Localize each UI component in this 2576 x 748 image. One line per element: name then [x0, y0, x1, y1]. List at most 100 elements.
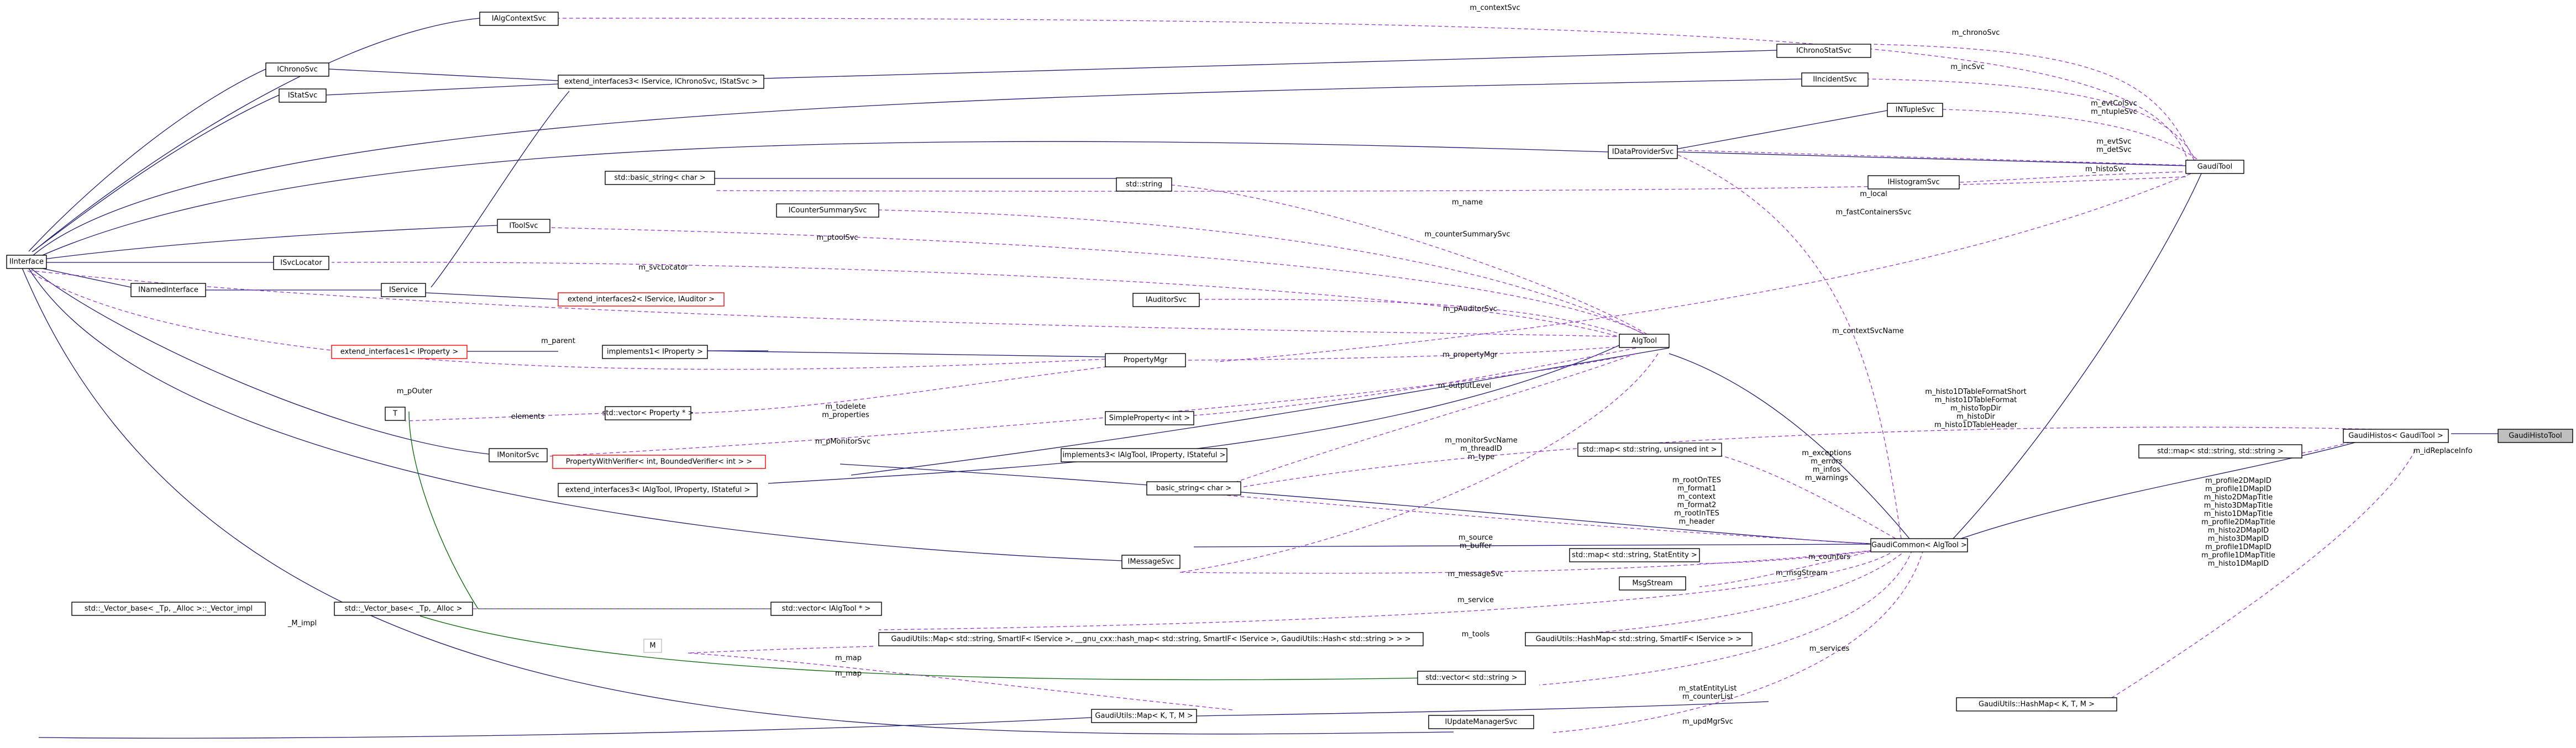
- node-istatsvc[interactable]: IStatSvc: [279, 88, 327, 103]
- node-label: std::map< std::string, std::string >: [2157, 447, 2283, 456]
- node-label: INamedInterface: [138, 286, 198, 294]
- node-basic-string-char[interactable]: basic_string< char >: [1146, 481, 1241, 496]
- node-inamedinterface[interactable]: INamedInterface: [130, 283, 206, 297]
- node-ext2-auditor[interactable]: extend_interfaces2< IService, IAuditor >: [558, 292, 725, 307]
- node-vector-base[interactable]: std::_Vector_base< _Tp, _Alloc >: [334, 602, 473, 616]
- node-std-vector-string[interactable]: std::vector< std::string >: [1417, 671, 1526, 685]
- edge-label-m-evtColSvc-ntupleSvc: m_ntupleSvc: [2091, 108, 2137, 116]
- node-implements1[interactable]: implements1< IProperty >: [602, 345, 708, 359]
- node-label: MsgStream: [1632, 580, 1672, 588]
- usage-edges: [27, 18, 2432, 733]
- node-box: [558, 483, 758, 497]
- edge-label-histo-profiles: m_profile2DMapID: [2205, 477, 2271, 485]
- node-iinterface[interactable]: IInterface: [6, 255, 47, 269]
- edge-label-histo-profiles: m_histo1DMapID: [2208, 560, 2269, 568]
- node-iupdatemanagersvc[interactable]: IUpdateManagerSvc: [1428, 715, 1534, 729]
- node-intuplesvc[interactable]: INTupleSvc: [1887, 103, 1943, 117]
- node-label: std::vector< IAlgTool * >: [782, 605, 871, 613]
- node-gaudicommon[interactable]: GaudiCommon< AlgTool >: [1870, 538, 1968, 552]
- node-propertymgr[interactable]: PropertyMgr: [1105, 353, 1186, 367]
- node-gauditool[interactable]: GaudiTool: [2185, 160, 2244, 174]
- node-ext1-property[interactable]: extend_interfaces1< IProperty >: [331, 345, 468, 359]
- node-ext3-chrono[interactable]: extend_interfaces3< IService, IChronoSvc…: [558, 75, 764, 89]
- node-box: [770, 602, 882, 616]
- node-iauditorsvc[interactable]: IAuditorSvc: [1132, 293, 1200, 307]
- edge-label-m-ptoolSvc: m_ptoolSvc: [816, 234, 858, 242]
- node-std-vector-ialgtool[interactable]: std::vector< IAlgTool * >: [770, 602, 882, 616]
- node-box: [878, 632, 1424, 646]
- node-box: [1061, 448, 1227, 462]
- node-implements3[interactable]: implements3< IAlgTool, IProperty, IState…: [1061, 448, 1227, 462]
- node-idataprovidersvc[interactable]: IDataProviderSvc: [1608, 145, 1678, 159]
- edge-label-m-contextSvcName: m_contextSvcName: [1832, 327, 1904, 335]
- edge-label-histo-profiles: m_profile1DMapTitle: [2201, 551, 2275, 560]
- node-std-vector-property[interactable]: std::vector< Property * >: [602, 406, 694, 420]
- edge-label-histo-table: m_histo1DTableFormat: [1935, 396, 2017, 404]
- node-icountersummarysvc[interactable]: ICounterSummarySvc: [776, 203, 879, 218]
- node-iincidentsvc[interactable]: IIncidentSvc: [1801, 72, 1869, 87]
- edge-label-m-chronoSvc: m_chronoSvc: [1952, 29, 2000, 37]
- edge-label-m-services: m_services: [1809, 645, 1850, 653]
- node-msgstream[interactable]: MsgStream: [1619, 576, 1686, 591]
- node-label: T: [392, 410, 397, 418]
- node-label: std::vector< Property * >: [602, 409, 694, 418]
- node-itoolsvc[interactable]: IToolSvc: [497, 219, 550, 233]
- edge-label-algtool-strings: m_monitorSvcName: [1445, 436, 1517, 445]
- node-label: IChronoSvc: [277, 66, 317, 74]
- node-iservice[interactable]: IService: [381, 283, 426, 297]
- node-gaudiutils-hashmap-smartif[interactable]: GaudiUtils::HashMap< std::string, SmartI…: [1525, 632, 1753, 646]
- node-label: implements3< IAlgTool, IProperty, IState…: [1062, 451, 1225, 460]
- edge-labels: m_contextSvcm_chronoSvcm_incSvcm_evtColS…: [287, 4, 2473, 726]
- node-box: [776, 203, 879, 218]
- node-gaudiutils-map-ktm[interactable]: GaudiUtils::Map< K, T, M >: [1091, 709, 1197, 723]
- node-imonitorsvc[interactable]: IMonitorSvc: [489, 448, 548, 462]
- node-propwithverifier[interactable]: PropertyWithVerifier< int, BoundedVerifi…: [552, 455, 766, 469]
- edge-label-m-source-buffer: m_source: [1458, 534, 1493, 542]
- node-std-map-statentity[interactable]: std::map< std::string, StatEntity >: [1569, 548, 1700, 562]
- edge-label-m-outputLevel: m_outputLevel: [1438, 382, 1491, 390]
- node-gaudihistotool[interactable]: GaudiHistoTool: [2498, 429, 2573, 443]
- edge-label-m-messageSvc: m_messageSvc: [1448, 570, 1504, 578]
- edge-label-m-exceptions-group: m_infos: [1813, 466, 1841, 474]
- node-label: std::_Vector_base< _Tp, _Alloc >::_Vecto…: [85, 605, 253, 613]
- edge-label-m-contextSvc: m_contextSvc: [1470, 4, 1520, 12]
- node-algtool[interactable]: AlgTool: [1619, 334, 1670, 348]
- node-vector-base-alloc[interactable]: std::_Vector_base< _Tp, _Alloc >::_Vecto…: [71, 602, 266, 616]
- node-box: [1417, 671, 1526, 685]
- node-m[interactable]: M: [643, 639, 662, 653]
- node-simpleproperty[interactable]: SimpleProperty< int >: [1105, 411, 1194, 425]
- edge-label-histo-profiles: m_histo2DMapID: [2208, 526, 2269, 535]
- node-ihistogramsvc[interactable]: IHistogramSvc: [1867, 175, 1960, 189]
- node-box: [1525, 632, 1753, 646]
- node-label: IMonitorSvc: [497, 451, 539, 460]
- node-gaudiutils-map-smartif[interactable]: GaudiUtils::Map< std::string, SmartIF< I…: [878, 632, 1424, 646]
- node-imessagesvc[interactable]: IMessageSvc: [1121, 555, 1181, 569]
- edge-label-histo-profiles: m_profile1DMapID: [2205, 485, 2271, 493]
- node-isvclocator[interactable]: ISvcLocator: [273, 256, 329, 270]
- node-box: [1619, 576, 1686, 591]
- node-box: [265, 62, 329, 77]
- edge-label-m-pOuter: m_pOuter: [397, 387, 433, 396]
- node-std-map-string[interactable]: std::map< std::string, std::string >: [2138, 444, 2302, 459]
- node-ialgcontextsvc[interactable]: IAlgContextSvc: [479, 12, 559, 26]
- node-t[interactable]: T: [385, 407, 406, 421]
- node-label: AlgTool: [1631, 337, 1657, 345]
- node-std-map-uint[interactable]: std::map< std::string, unsigned int >: [1577, 443, 1722, 457]
- node-label: extend_interfaces2< IService, IAuditor >: [568, 296, 715, 304]
- edge-label-m-name: m_name: [1452, 198, 1483, 207]
- node-ext3-algtool[interactable]: extend_interfaces3< IAlgTool, IProperty,…: [558, 483, 758, 497]
- edge-label-histo-profiles: m_profile2DMapTitle: [2201, 518, 2275, 526]
- node-ichronostatsvc[interactable]: IChronoStatSvc: [1776, 44, 1871, 58]
- node-box: [1132, 293, 1200, 307]
- node-label: GaudiUtils::Map< K, T, M >: [1095, 712, 1193, 720]
- edge-label-algtool-strings: m_threadID: [1460, 445, 1502, 453]
- edge-label-m-evtColSvc-ntupleSvc: m_evtColSvc: [2091, 99, 2137, 108]
- node-std-string[interactable]: std::string: [1116, 177, 1172, 192]
- node-gaudiutils-hashmap-ktm[interactable]: GaudiUtils::HashMap< K, T, M >: [1956, 697, 2117, 712]
- node-box: [279, 88, 327, 103]
- edge-label-m-todelete-properties: m_todelete: [825, 403, 865, 411]
- edge-label-m-impl: _M_impl: [287, 619, 317, 628]
- node-gaudihistos[interactable]: GaudiHistos< GaudiTool >: [2343, 429, 2449, 443]
- node-ichronosvc[interactable]: IChronoSvc: [265, 62, 329, 77]
- node-std-basic-string-char[interactable]: std::basic_string< char >: [605, 171, 715, 185]
